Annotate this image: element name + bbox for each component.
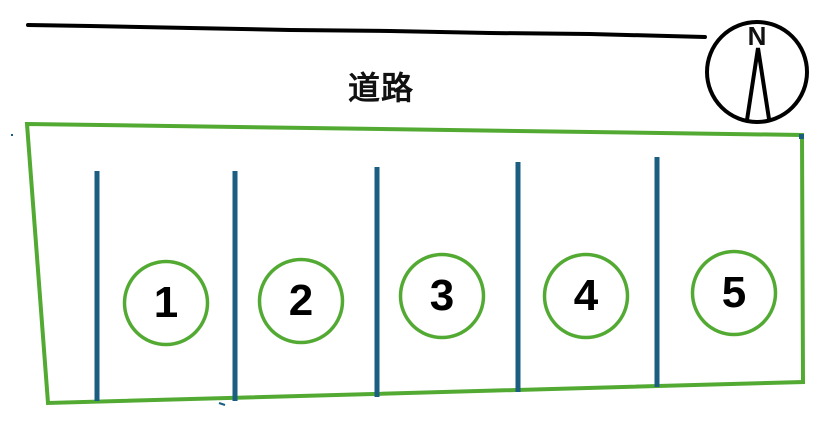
lot-circles [122,249,778,347]
lot-circle-5 [690,249,778,337]
lot-circle-3 [398,252,486,340]
corner-marker [799,134,804,139]
lot-boundary [24,121,806,406]
lot-circle-4 [542,252,630,340]
space-dividers [94,157,660,401]
stray-mark [218,402,226,406]
lot-number-2[interactable]: 2 [288,276,314,325]
lot-number-5[interactable]: 5 [721,268,747,317]
road-edge-line [26,23,707,39]
lot-number-4[interactable]: 4 [573,271,599,320]
lot-number-3[interactable]: 3 [429,271,455,320]
lot-circle-2 [257,257,345,345]
stray-dot [11,134,13,136]
lot-circle-1 [122,259,210,347]
lot-number-1[interactable]: 1 [153,278,179,327]
north-compass-icon [705,20,809,124]
road-label: 道路 [347,69,414,107]
compass-north-label: N [747,21,767,51]
